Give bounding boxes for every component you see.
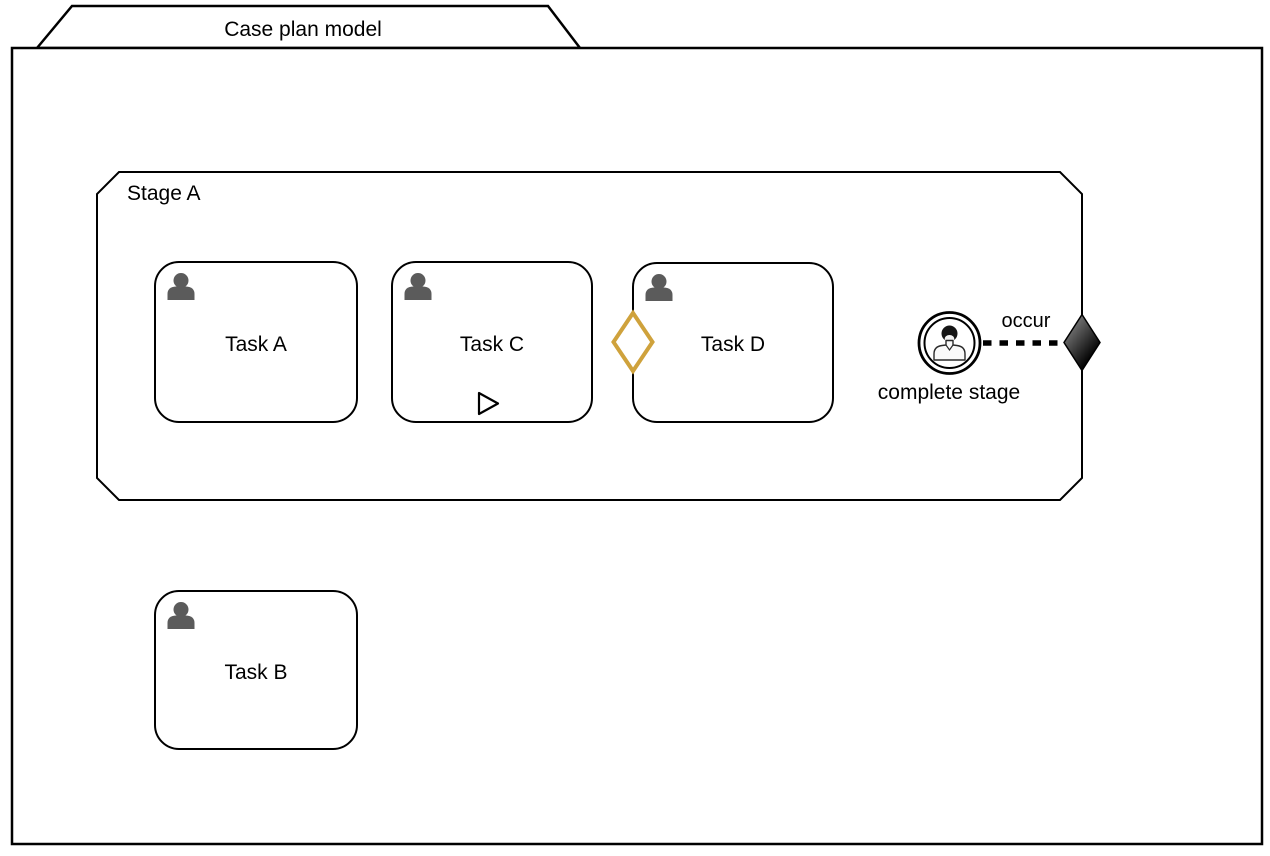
task-a-label: Task A: [225, 333, 287, 356]
task-c[interactable]: [391, 261, 593, 423]
occur-connector-label: occur: [1002, 310, 1051, 332]
task-c-label: Task C: [460, 333, 524, 356]
case-plan-model-title: Case plan model: [224, 18, 382, 41]
exit-criterion-diamond-icon[interactable]: [1063, 313, 1101, 372]
user-event-listener-icon: [933, 325, 966, 361]
entry-criterion-diamond-icon[interactable]: [611, 309, 655, 375]
task-b[interactable]: [154, 590, 358, 750]
event-listener-label: complete stage: [878, 381, 1020, 404]
manual-activation-play-icon: [477, 391, 500, 416]
task-d-label: Task D: [701, 333, 765, 356]
stage-a-label: Stage A: [127, 182, 201, 205]
task-a[interactable]: [154, 261, 358, 423]
task-b-label: Task B: [224, 661, 287, 684]
